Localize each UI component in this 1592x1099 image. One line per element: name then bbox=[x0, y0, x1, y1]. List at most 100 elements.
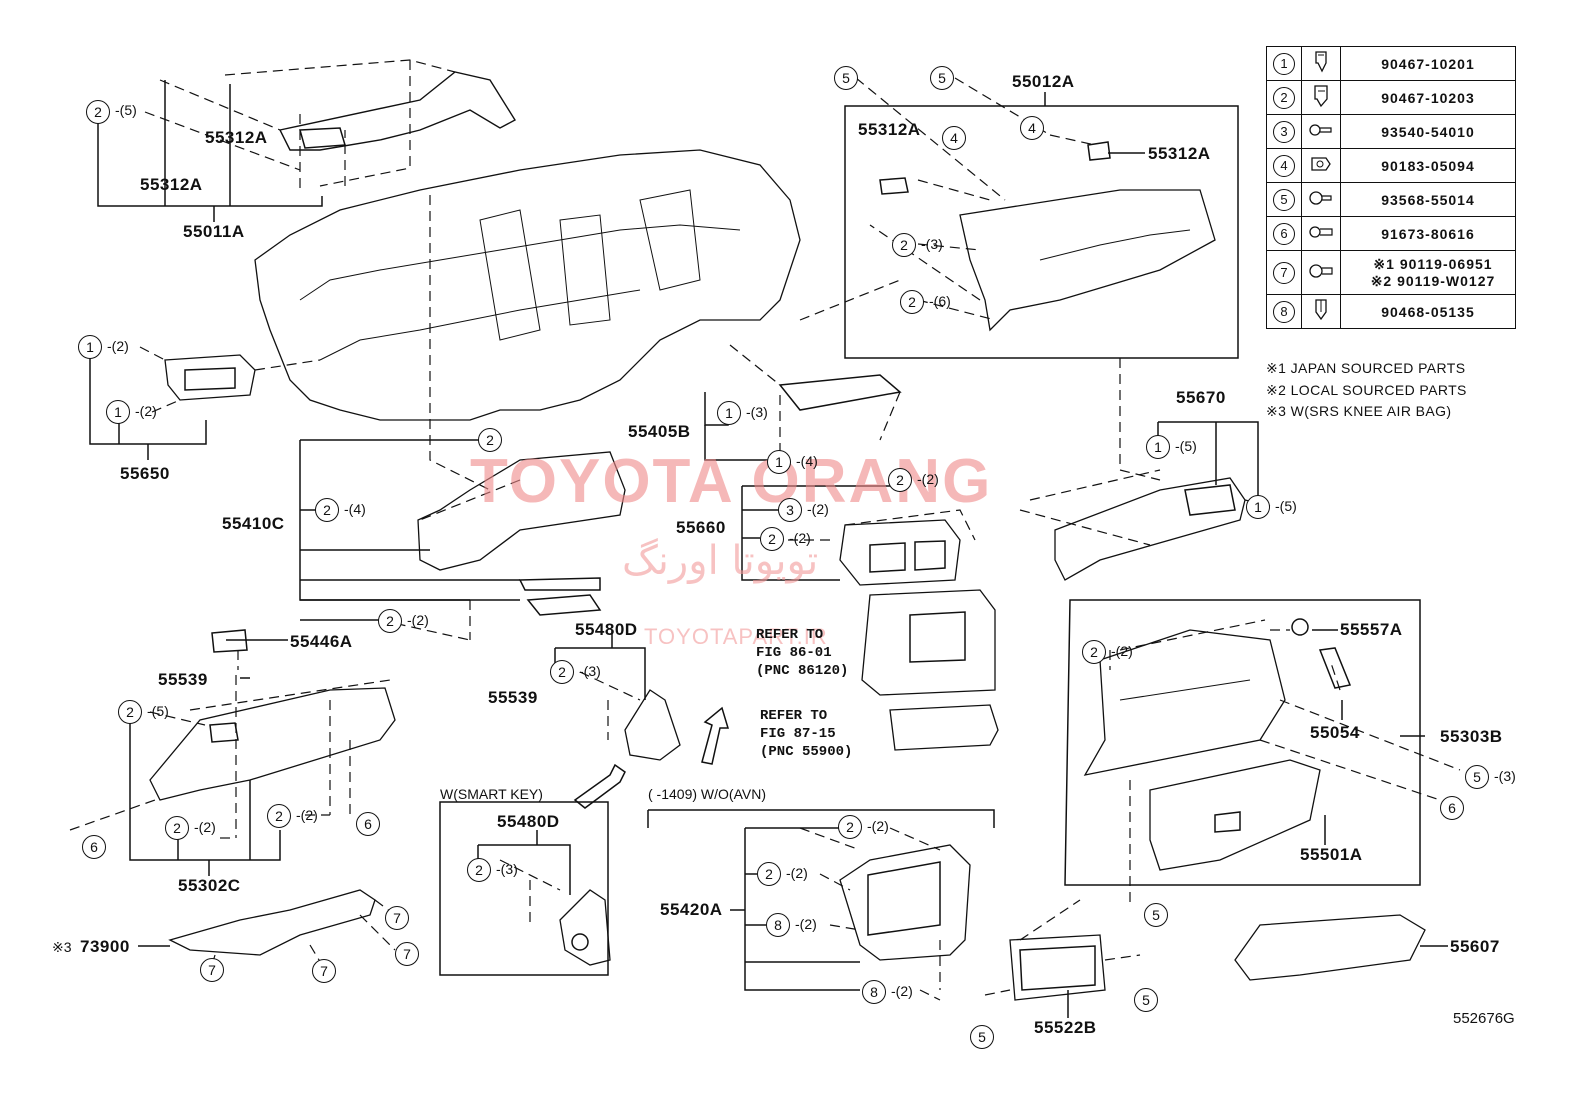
part-55480D[interactable]: 55480D bbox=[575, 620, 638, 639]
smart-key-caption: W(SMART KEY) bbox=[440, 786, 543, 802]
callout-circle: 5 bbox=[1144, 903, 1168, 927]
part-55410C[interactable]: 55410C bbox=[222, 514, 285, 533]
legend-part-number: 90467-10201 bbox=[1340, 46, 1516, 81]
part-55312A-top-left[interactable]: 55312A bbox=[140, 175, 203, 194]
part-55539-left[interactable]: 55539 bbox=[158, 670, 208, 689]
callout-qty: -(2) bbox=[891, 983, 913, 999]
callout-circle: 7 bbox=[312, 959, 336, 983]
callout-circle: 2 bbox=[267, 804, 291, 828]
callout-circle: 2 bbox=[86, 100, 110, 124]
fastener-legend-table: 1 90467-10201 2 90467-10203 3 93540-5401… bbox=[1266, 46, 1516, 329]
callout-circle: 2 bbox=[478, 428, 502, 452]
callout-qty: -(5) bbox=[115, 102, 137, 118]
callout-qty: -(5) bbox=[1175, 438, 1197, 454]
part-73900[interactable]: 73900 bbox=[80, 937, 130, 956]
knee-airbag-note-mark: ※3 bbox=[52, 939, 72, 955]
legend-row[interactable]: 2 90467-10203 bbox=[1266, 80, 1516, 115]
callout-circle: 2 bbox=[892, 233, 916, 257]
callout-circle: 8 bbox=[862, 980, 886, 1004]
callout-qty: -(2) bbox=[407, 612, 429, 628]
callout-circle: 2 bbox=[888, 468, 912, 492]
part-55420A[interactable]: 55420A bbox=[660, 900, 723, 919]
part-55312A-glove-left[interactable]: 55312A bbox=[858, 120, 921, 139]
callout-qty: -(5) bbox=[147, 703, 169, 719]
watermark-arabic: تویوتا اورنگ bbox=[622, 538, 819, 584]
callout-qty: -(6) bbox=[929, 293, 951, 309]
part-55670[interactable]: 55670 bbox=[1176, 388, 1226, 407]
callout-qty: -(3) bbox=[496, 861, 518, 877]
note-knee-airbag: ※3 W(SRS KNEE AIR BAG) bbox=[1266, 403, 1452, 419]
callout-circle: 2 bbox=[550, 660, 574, 684]
legend-number: 8 bbox=[1273, 300, 1295, 323]
part-55011A[interactable]: 55011A bbox=[183, 222, 245, 241]
legend-row[interactable]: 4 90183-05094 bbox=[1266, 148, 1516, 183]
legend-row[interactable]: 5 93568-55014 bbox=[1266, 182, 1516, 217]
part-55012A[interactable]: 55012A bbox=[1012, 72, 1075, 91]
legend-row[interactable]: 7 ※1 90119-06951 ※2 90119-W0127 bbox=[1266, 250, 1516, 295]
part-55660[interactable]: 55660 bbox=[676, 518, 726, 537]
callout-circle: 2 bbox=[378, 609, 402, 633]
legend-number: 7 bbox=[1273, 261, 1295, 284]
legend-part-number: 93568-55014 bbox=[1340, 182, 1516, 217]
legend-row[interactable]: 6 91673-80616 bbox=[1266, 216, 1516, 251]
bolt-icon bbox=[1301, 250, 1341, 295]
legend-number: 3 bbox=[1273, 120, 1295, 143]
legend-row[interactable]: 8 90468-05135 bbox=[1266, 294, 1516, 329]
callout-qty: -(2) bbox=[867, 818, 889, 834]
part-55557A[interactable]: 55557A bbox=[1340, 620, 1403, 639]
callout-circle: 4 bbox=[1020, 116, 1044, 140]
callout-circle: 8 bbox=[766, 913, 790, 937]
part-55522B[interactable]: 55522B bbox=[1034, 1018, 1097, 1037]
part-55303B[interactable]: 55303B bbox=[1440, 727, 1503, 746]
callout-qty: -(2) bbox=[1111, 643, 1133, 659]
part-55607[interactable]: 55607 bbox=[1450, 937, 1500, 956]
callout-circle: 7 bbox=[385, 906, 409, 930]
screw-icon bbox=[1301, 182, 1341, 217]
callout-qty: -(5) bbox=[1275, 498, 1297, 514]
clip-icon bbox=[1301, 294, 1341, 329]
callout-qty: -(3) bbox=[1494, 768, 1516, 784]
callout-circle: 2 bbox=[838, 815, 862, 839]
callout-qty: -(3) bbox=[746, 404, 768, 420]
callout-qty: -(2) bbox=[107, 338, 129, 354]
callout-qty: -(2) bbox=[795, 916, 817, 932]
callout-qty: -(2) bbox=[786, 865, 808, 881]
part-55405B[interactable]: 55405B bbox=[628, 422, 691, 441]
callout-circle: 6 bbox=[82, 835, 106, 859]
callout-qty: -(2) bbox=[789, 530, 811, 546]
callout-qty: -(3) bbox=[579, 663, 601, 679]
callout-qty: -(2) bbox=[135, 403, 157, 419]
part-55650[interactable]: 55650 bbox=[120, 464, 170, 483]
legend-row[interactable]: 3 93540-54010 bbox=[1266, 114, 1516, 149]
legend-part-number: 90468-05135 bbox=[1340, 294, 1516, 329]
legend-part-number: 93540-54010 bbox=[1340, 114, 1516, 149]
callout-circle: 2 bbox=[467, 858, 491, 882]
note-japan-sourced: ※1 JAPAN SOURCED PARTS bbox=[1266, 360, 1466, 376]
callout-circle: 1 bbox=[78, 335, 102, 359]
part-55054[interactable]: 55054 bbox=[1310, 723, 1360, 742]
callout-circle: 2 bbox=[757, 862, 781, 886]
part-55312A-top-right[interactable]: 55312A bbox=[205, 128, 268, 147]
legend-number: 6 bbox=[1273, 222, 1295, 245]
part-55501A[interactable]: 55501A bbox=[1300, 845, 1363, 864]
callout-circle: 5 bbox=[970, 1025, 994, 1049]
figure-code: 552676G bbox=[1453, 1010, 1515, 1027]
part-55312A-glove-right[interactable]: 55312A bbox=[1148, 144, 1211, 163]
part-55302C[interactable]: 55302C bbox=[178, 876, 241, 895]
callout-circle: 6 bbox=[356, 812, 380, 836]
callout-circle: 2 bbox=[760, 527, 784, 551]
callout-circle: 2 bbox=[1082, 640, 1106, 664]
note-local-sourced: ※2 LOCAL SOURCED PARTS bbox=[1266, 382, 1467, 398]
legend-number: 1 bbox=[1273, 52, 1295, 75]
part-55539-center[interactable]: 55539 bbox=[488, 688, 538, 707]
callout-qty: -(4) bbox=[796, 453, 818, 469]
nut-clip-icon bbox=[1301, 148, 1341, 183]
refer-to-fig-86-01[interactable]: REFER TO FIG 86-01 (PNC 86120) bbox=[756, 627, 849, 679]
part-55446A[interactable]: 55446A bbox=[290, 632, 353, 651]
refer-to-fig-87-15[interactable]: REFER TO FIG 87-15 (PNC 55900) bbox=[760, 708, 853, 760]
callout-circle: 2 bbox=[165, 816, 189, 840]
legend-row[interactable]: 1 90467-10201 bbox=[1266, 46, 1516, 81]
part-55480D-smart-key[interactable]: 55480D bbox=[497, 812, 560, 831]
callout-qty: -(3) bbox=[921, 236, 943, 252]
